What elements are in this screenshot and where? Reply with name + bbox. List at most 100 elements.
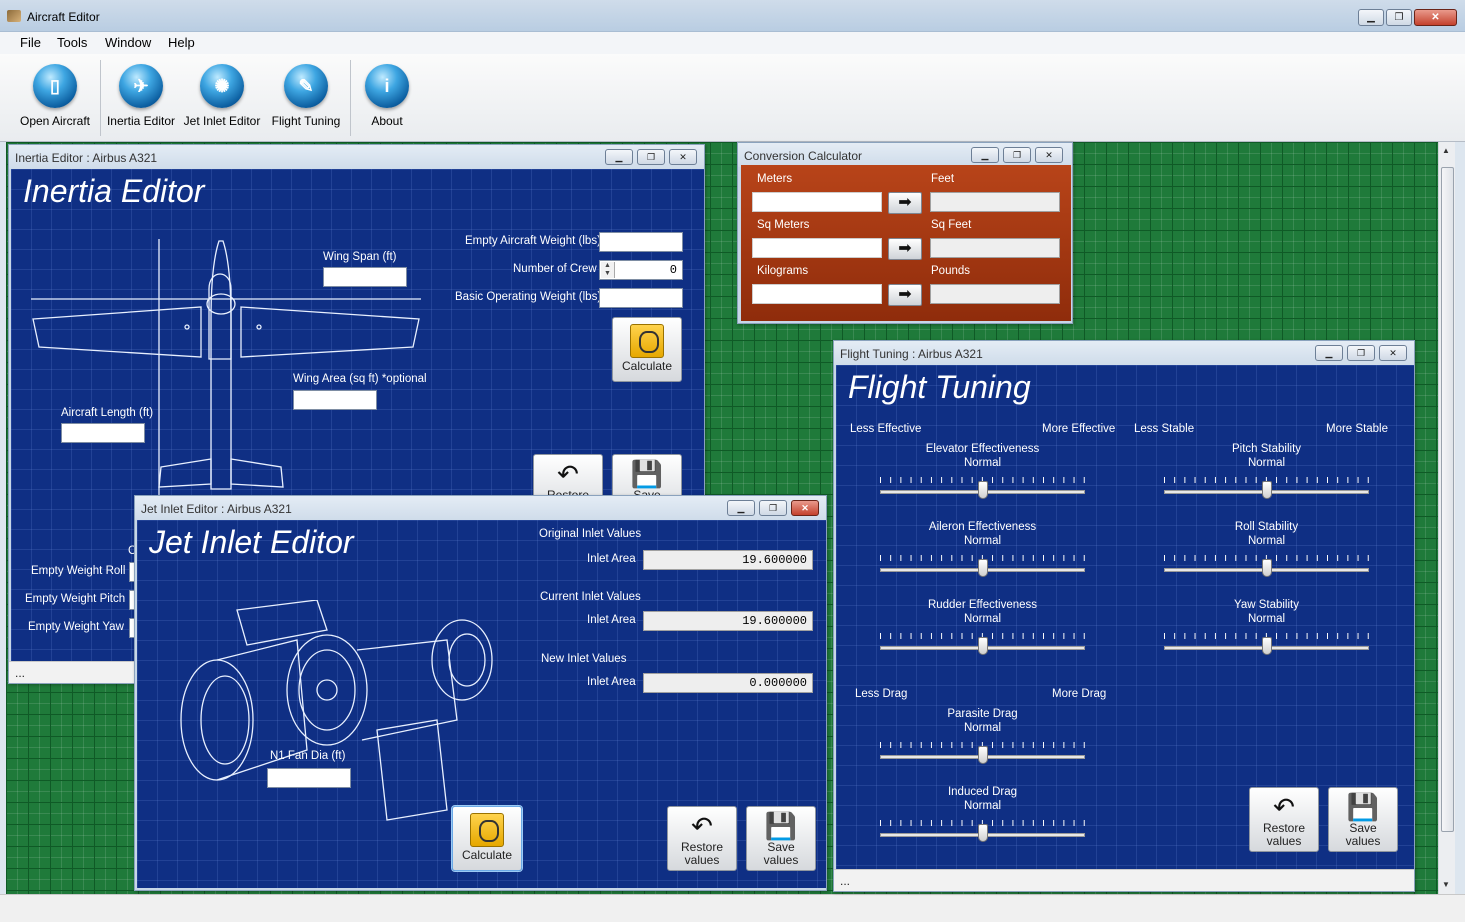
kilograms-label: Kilograms <box>757 265 809 277</box>
original-inlet-area-value: 19.600000 <box>643 550 813 570</box>
close-icon[interactable]: ✕ <box>1035 147 1063 163</box>
document-icon: ▯ <box>33 64 77 108</box>
slider-thumb[interactable] <box>977 746 988 764</box>
slider-ticks <box>880 820 1085 826</box>
conversion-calculator-window: Conversion Calculator ▁ ❐ ✕ Meters Feet … <box>737 142 1073 324</box>
jet-engine-exploded-drawing <box>180 600 493 821</box>
elevator-slider[interactable] <box>880 477 1085 507</box>
close-icon[interactable]: ✕ <box>791 500 819 516</box>
menu-window[interactable]: Window <box>105 35 152 50</box>
induced-slider[interactable] <box>880 820 1085 850</box>
pitch-slider[interactable] <box>1164 477 1369 507</box>
slider-thumb[interactable] <box>1261 481 1272 499</box>
kilograms-input[interactable] <box>752 284 882 304</box>
restore-icon[interactable]: ❐ <box>759 500 787 516</box>
info-icon: i <box>365 64 409 108</box>
jet-calculate-button[interactable]: Calculate <box>452 806 522 871</box>
new-values-label: New Inlet Values <box>541 653 627 665</box>
toolbar-separator <box>350 60 351 136</box>
menu-tools[interactable]: Tools <box>57 35 88 50</box>
wing-area-input[interactable] <box>293 390 377 410</box>
pounds-label: Pounds <box>931 265 971 277</box>
yaw-value: Normal <box>1247 613 1286 625</box>
slider-thumb[interactable] <box>977 824 988 842</box>
inertia-editor-button[interactable]: ✈ Inertia Editor <box>105 64 177 128</box>
slider-thumb[interactable] <box>1261 559 1272 577</box>
minimize-icon[interactable]: ▁ <box>1358 9 1384 26</box>
undo-arrow-icon: ↶ <box>691 811 713 841</box>
vertical-scrollbar[interactable]: ▲ ▼ <box>1438 142 1455 894</box>
wing-span-input[interactable] <box>323 267 407 287</box>
restore-icon[interactable]: ❐ <box>1347 345 1375 361</box>
slider-thumb[interactable] <box>977 559 988 577</box>
slider-ticks <box>880 555 1085 561</box>
convert-meters-button[interactable]: ➡ <box>888 192 922 214</box>
scrollbar-thumb[interactable] <box>1441 167 1454 832</box>
roll-label: Roll Stability <box>1234 521 1299 533</box>
rudder-value: Normal <box>963 613 1002 625</box>
rudder-slider[interactable] <box>880 633 1085 663</box>
yaw-slider[interactable] <box>1164 633 1369 663</box>
flight-window-controls: ▁ ❐ ✕ <box>1315 345 1407 361</box>
app-title: Aircraft Editor <box>27 10 100 24</box>
restore-icon[interactable]: ❐ <box>1386 9 1412 26</box>
convert-weight-button[interactable]: ➡ <box>888 284 922 306</box>
close-icon[interactable]: ✕ <box>1414 9 1457 26</box>
jet-heading: Jet Inlet Editor <box>149 524 354 560</box>
slider-thumb[interactable] <box>1261 637 1272 655</box>
convert-area-button[interactable]: ➡ <box>888 238 922 260</box>
minimize-icon[interactable]: ▁ <box>605 149 633 165</box>
flight-tuning-button[interactable]: ✎ Flight Tuning <box>268 64 344 128</box>
parasite-slider[interactable] <box>880 742 1085 772</box>
slider-ticks <box>880 742 1085 748</box>
wing-area-label: Wing Area (sq ft) *optional <box>293 373 427 385</box>
current-inlet-area-value: 19.600000 <box>643 611 813 631</box>
jet-inlet-editor-button[interactable]: ✺ Jet Inlet Editor <box>183 64 261 128</box>
empty-weight-input[interactable] <box>599 232 683 252</box>
minimize-icon[interactable]: ▁ <box>727 500 755 516</box>
elevator-label: Elevator Effectiveness <box>925 443 1040 455</box>
sq-meters-label: Sq Meters <box>757 219 810 231</box>
stepper-arrows-icon[interactable]: ▲▼ <box>601 262 615 278</box>
sq-meters-input[interactable] <box>752 238 882 258</box>
undo-arrow-icon: ↶ <box>557 459 579 489</box>
inertia-calculate-button[interactable]: Calculate <box>612 317 682 382</box>
minimize-icon[interactable]: ▁ <box>1315 345 1343 361</box>
rudder-label: Rudder Effectiveness <box>927 599 1038 611</box>
scroll-down-icon[interactable]: ▼ <box>1442 880 1450 889</box>
meters-input[interactable] <box>752 192 882 212</box>
about-button[interactable]: i About <box>362 64 412 128</box>
roll-slider[interactable] <box>1164 555 1369 585</box>
jet-restore-button[interactable]: ↶ Restore values <box>667 806 737 871</box>
n1-fan-dia-input[interactable] <box>267 768 351 788</box>
aircraft-length-input[interactable] <box>61 423 145 443</box>
flight-restore-button[interactable]: ↶ Restore values <box>1249 787 1319 852</box>
pitch-value: Normal <box>1247 457 1286 469</box>
save-label-2: values <box>763 853 799 867</box>
menu-help[interactable]: Help <box>168 35 195 50</box>
restore-icon[interactable]: ❐ <box>637 149 665 165</box>
slider-thumb[interactable] <box>977 481 988 499</box>
scroll-up-icon[interactable]: ▲ <box>1442 146 1450 155</box>
slider-thumb[interactable] <box>977 637 988 655</box>
feet-label: Feet <box>931 173 955 185</box>
meters-label: Meters <box>757 173 793 185</box>
flight-tuning-label: Flight Tuning <box>271 114 341 128</box>
close-icon[interactable]: ✕ <box>669 149 697 165</box>
restore-icon[interactable]: ❐ <box>1003 147 1031 163</box>
aileron-slider[interactable] <box>880 555 1085 585</box>
minimize-icon[interactable]: ▁ <box>971 147 999 163</box>
open-aircraft-button[interactable]: ▯ Open Aircraft <box>17 64 93 128</box>
jet-save-button[interactable]: 💾 Save values <box>746 806 816 871</box>
flight-blueprint-panel: Flight Tuning Less Effective More Effect… <box>836 365 1414 869</box>
calculate-label: Calculate <box>461 848 513 862</box>
close-icon[interactable]: ✕ <box>1379 345 1407 361</box>
flight-heading: Flight Tuning <box>848 369 1031 405</box>
restore-label: Restore <box>1262 821 1306 835</box>
wing-span-label: Wing Span (ft) <box>323 251 397 263</box>
crew-stepper[interactable]: 0 <box>599 260 683 280</box>
menu-file[interactable]: File <box>20 35 41 50</box>
induced-label: Induced Drag <box>947 786 1018 798</box>
bow-input[interactable] <box>599 288 683 308</box>
flight-save-button[interactable]: 💾 Save values <box>1328 787 1398 852</box>
